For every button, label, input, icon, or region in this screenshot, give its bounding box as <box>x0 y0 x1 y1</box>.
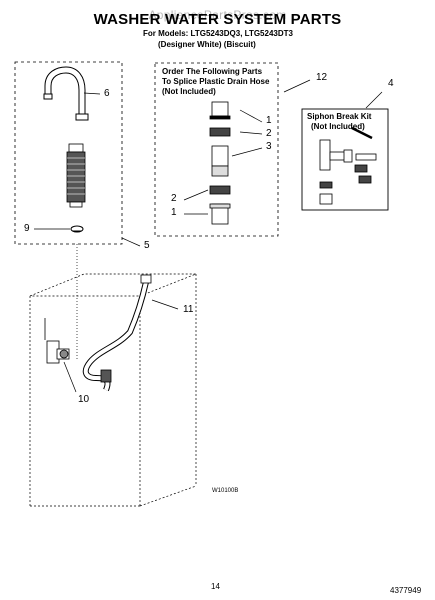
washer-cabinet <box>29 273 197 507</box>
figure-code: W10100B <box>212 488 239 494</box>
siphon-kit-parts <box>319 126 377 205</box>
order-box-line1: Order The Following Parts <box>162 67 263 76</box>
siphon-box-line1: Siphon Break Kit <box>307 112 372 121</box>
callout-1-top: 1 <box>266 115 272 126</box>
order-box-line2: To Splice Plastic Drain Hose <box>162 77 270 86</box>
part-10-valve <box>44 318 70 364</box>
document-number: 4377949 <box>390 586 422 595</box>
callout-2-bottom: 2 <box>171 193 177 204</box>
callout-2-top: 2 <box>266 128 272 139</box>
ribbed-hose-section <box>66 143 86 208</box>
callout-9: 9 <box>24 223 30 234</box>
part-11-hose <box>82 274 152 392</box>
callout-11: 11 <box>183 304 194 315</box>
callout-12: 12 <box>316 72 328 83</box>
leader-lines <box>34 79 383 393</box>
callout-3: 3 <box>266 141 272 152</box>
callout-5: 5 <box>144 240 150 251</box>
variants-line: (Designer White) (Biscuit) <box>158 40 256 49</box>
part-6-spout <box>43 66 89 121</box>
order-parts-box <box>154 62 279 237</box>
siphon-kit-box <box>301 108 389 211</box>
watermark: AppliancePartsPros.com <box>148 8 287 22</box>
siphon-box-line2: (Not Included) <box>311 122 365 131</box>
page-title: WASHER WATER SYSTEM PARTS <box>93 11 342 28</box>
faucet-group-box <box>14 61 123 245</box>
callout-1-bottom: 1 <box>171 207 177 218</box>
callout-6: 6 <box>104 88 110 99</box>
order-parts-stack <box>209 101 231 225</box>
part-9-clamp <box>70 225 84 233</box>
page-number: 14 <box>211 582 220 591</box>
order-box-line3: (Not Included) <box>162 87 216 96</box>
callout-10: 10 <box>78 394 90 405</box>
models-line: For Models: LTG5243DQ3, LTG5243DT3 <box>143 29 293 38</box>
callout-4: 4 <box>388 78 394 89</box>
